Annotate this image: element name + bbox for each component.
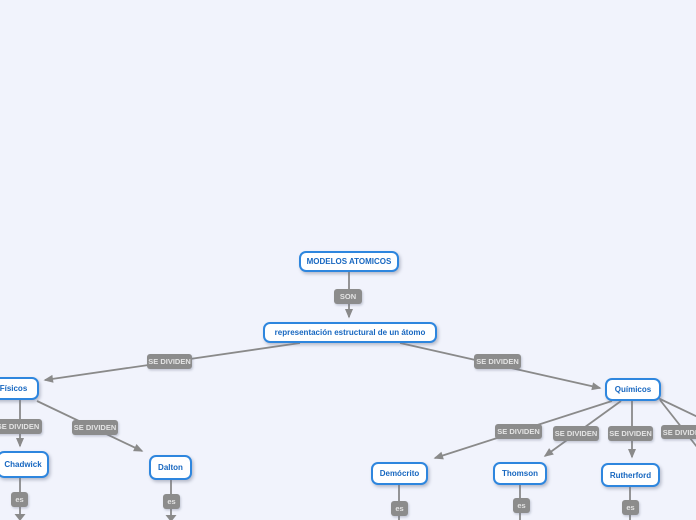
node-quimicos[interactable]: Químicos xyxy=(605,378,661,401)
connector-label-se-dividen-thomson[interactable]: SE DIVIDEN xyxy=(553,426,599,441)
node-rutherford[interactable]: Rutherford xyxy=(601,463,660,487)
node-modelos-atomicos[interactable]: MODELOS ATOMICOS xyxy=(299,251,399,272)
connector-label-se-dividen-main-right[interactable]: SE DIVIDEN xyxy=(474,354,521,369)
connector-label-se-dividen-offscreen-right[interactable]: SE DIVIDEN xyxy=(661,425,696,439)
connector-label-es-dalton[interactable]: es xyxy=(163,494,180,509)
connector-label-son[interactable]: SON xyxy=(334,289,362,304)
connector-label-es-rutherford[interactable]: es xyxy=(622,500,639,515)
node-thomson[interactable]: Thomson xyxy=(493,462,547,485)
arrowhead-dalton-down xyxy=(165,515,177,520)
connector-label-es-chadwick[interactable]: es xyxy=(11,492,28,507)
arrowhead-chadwick-down xyxy=(14,514,26,520)
connector-label-se-dividen-chadwick[interactable]: SE DIVIDEN xyxy=(0,419,42,434)
node-dalton[interactable]: Dalton xyxy=(149,455,192,480)
node-chadwick[interactable]: Chadwick xyxy=(0,451,49,478)
node-democrito[interactable]: Demócrito xyxy=(371,462,428,485)
connector-label-se-dividen-democrito[interactable]: SE DIVIDEN xyxy=(495,424,542,439)
connector-label-es-democrito[interactable]: es xyxy=(391,501,408,516)
connector-label-se-dividen-main-left[interactable]: SE DIVIDEN xyxy=(147,354,192,369)
node-representacion[interactable]: representación estructural de un átomo xyxy=(263,322,437,343)
connector-line-quimicos-offscreen-1 xyxy=(657,397,696,418)
node-fisicos[interactable]: Físicos xyxy=(0,377,39,400)
connector-label-es-thomson[interactable]: es xyxy=(513,498,530,513)
connector-label-se-dividen-dalton[interactable]: SE DIVIDEN xyxy=(72,420,118,435)
connector-label-se-dividen-rutherford[interactable]: SE DIVIDEN xyxy=(608,426,653,441)
